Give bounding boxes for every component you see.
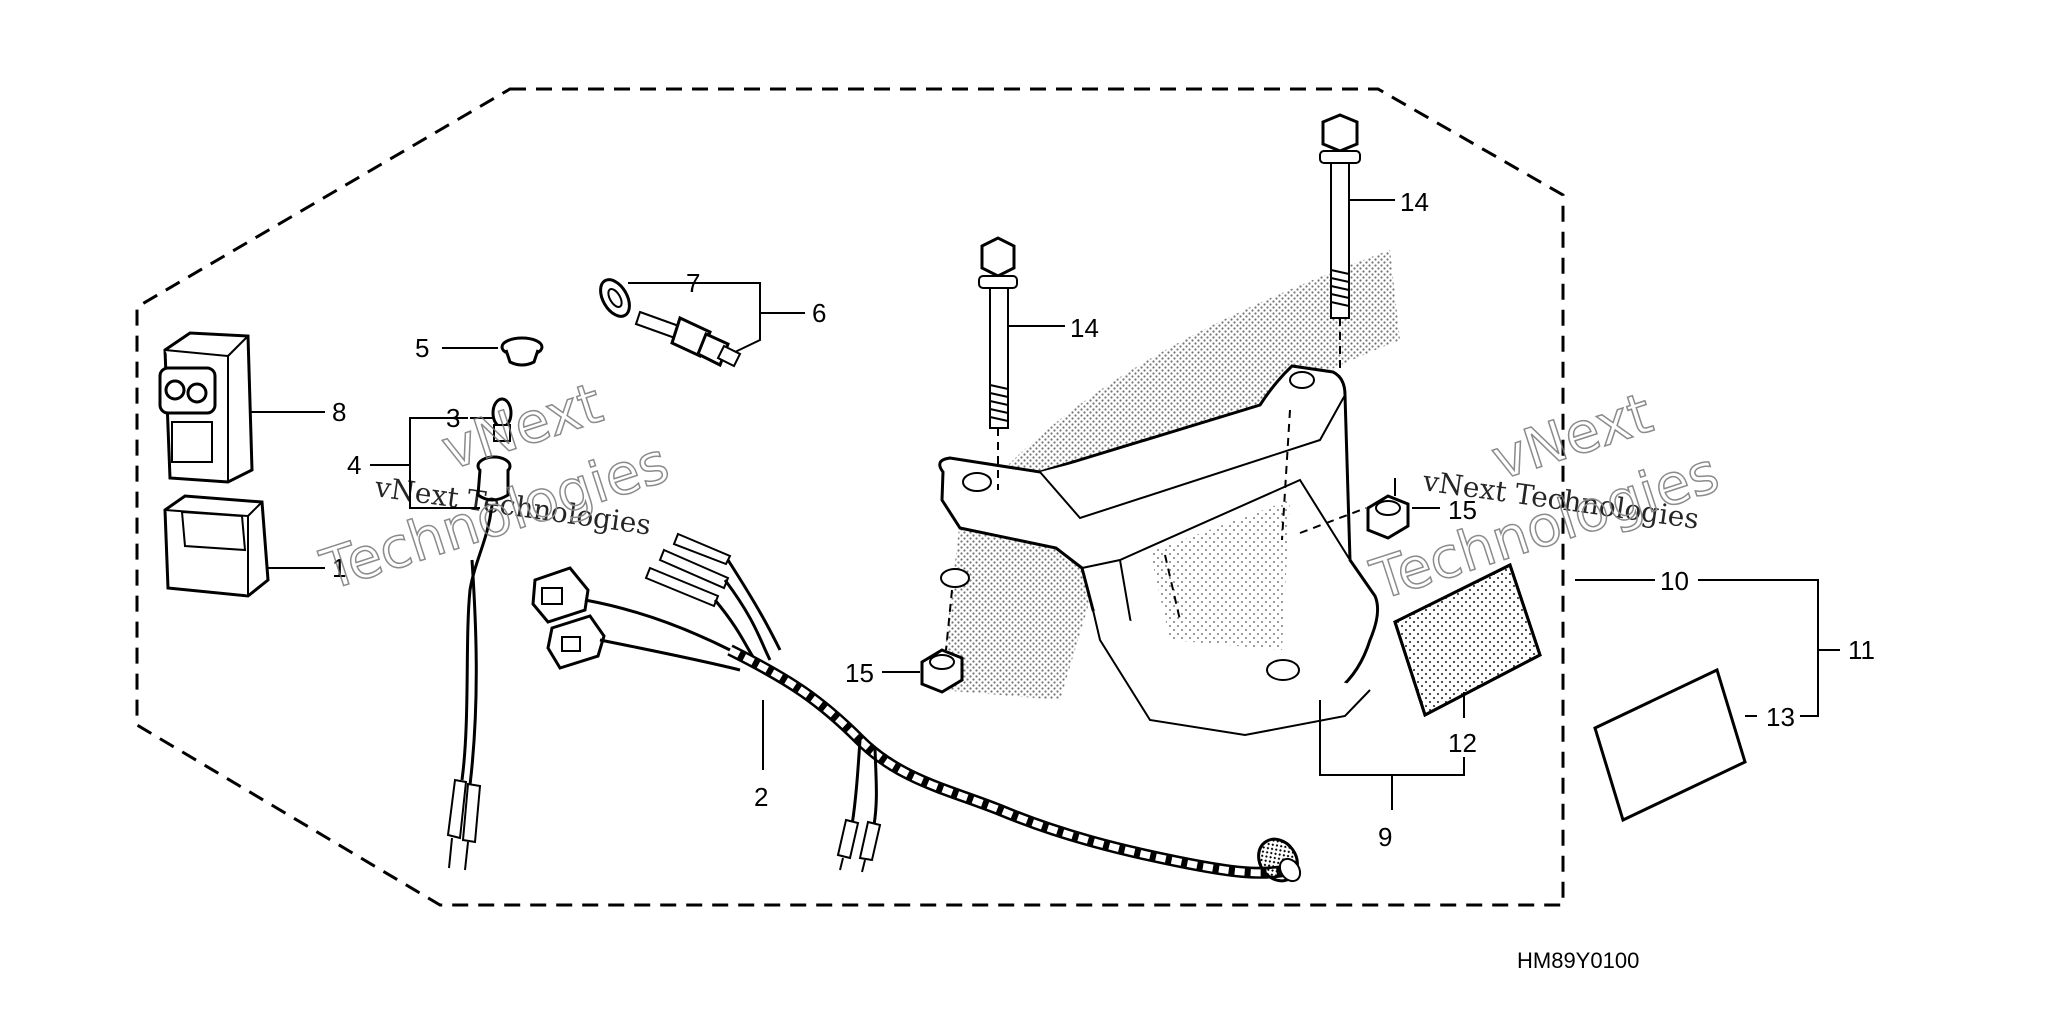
- part-15-nut-left[interactable]: [920, 589, 964, 694]
- callout-13: 13: [1766, 702, 1795, 732]
- callout-11: 11: [1848, 635, 1875, 665]
- part-7-washer[interactable]: [595, 275, 636, 322]
- leader-15b: [1394, 478, 1440, 509]
- part-4-socket-harness[interactable]: [446, 455, 512, 871]
- part-8-cdi-unit[interactable]: [158, 331, 254, 484]
- part-14-bolt-left[interactable]: [978, 236, 1018, 490]
- callout-4: 4: [347, 450, 361, 480]
- watermark-left: vNext vNext Technologies Technologies: [313, 370, 678, 604]
- callout-9: 9: [1378, 822, 1392, 852]
- callout-7: 7: [686, 268, 700, 298]
- callout-14a: 14: [1070, 313, 1099, 343]
- part-15-nut-right[interactable]: [1299, 494, 1410, 540]
- callout-1: 1: [332, 553, 346, 583]
- part-12-label[interactable]: [1393, 562, 1542, 718]
- callout-2: 2: [754, 782, 768, 812]
- bracket-4: [409, 417, 480, 509]
- part-1-rubber-mount[interactable]: [163, 494, 270, 598]
- part-6-sensor[interactable]: [634, 310, 742, 368]
- part-13-label[interactable]: [1593, 667, 1747, 823]
- bracket-11: [1698, 579, 1819, 717]
- callout-10: 10: [1660, 566, 1689, 596]
- callout-8: 8: [332, 397, 346, 427]
- part-14-bolt-right[interactable]: [1319, 113, 1361, 370]
- callout-12: 12: [1448, 728, 1477, 758]
- part-3-bulb[interactable]: [491, 397, 513, 442]
- bracket-6: [628, 282, 761, 353]
- part-5-grommet[interactable]: [500, 336, 544, 367]
- callout-15b: 15: [1448, 495, 1477, 525]
- part-9-bracket[interactable]: [938, 364, 1380, 737]
- bracket-shadow: [940, 250, 1400, 700]
- assembly-boundary: [135, 87, 1565, 907]
- part-2-wire-harness[interactable]: [531, 532, 1305, 888]
- callout-14b: 14: [1400, 187, 1429, 217]
- callout-5: 5: [415, 333, 429, 363]
- drawing-code: HM89Y0100: [1517, 948, 1639, 973]
- callout-15a: 15: [845, 658, 874, 688]
- callout-6: 6: [812, 298, 826, 328]
